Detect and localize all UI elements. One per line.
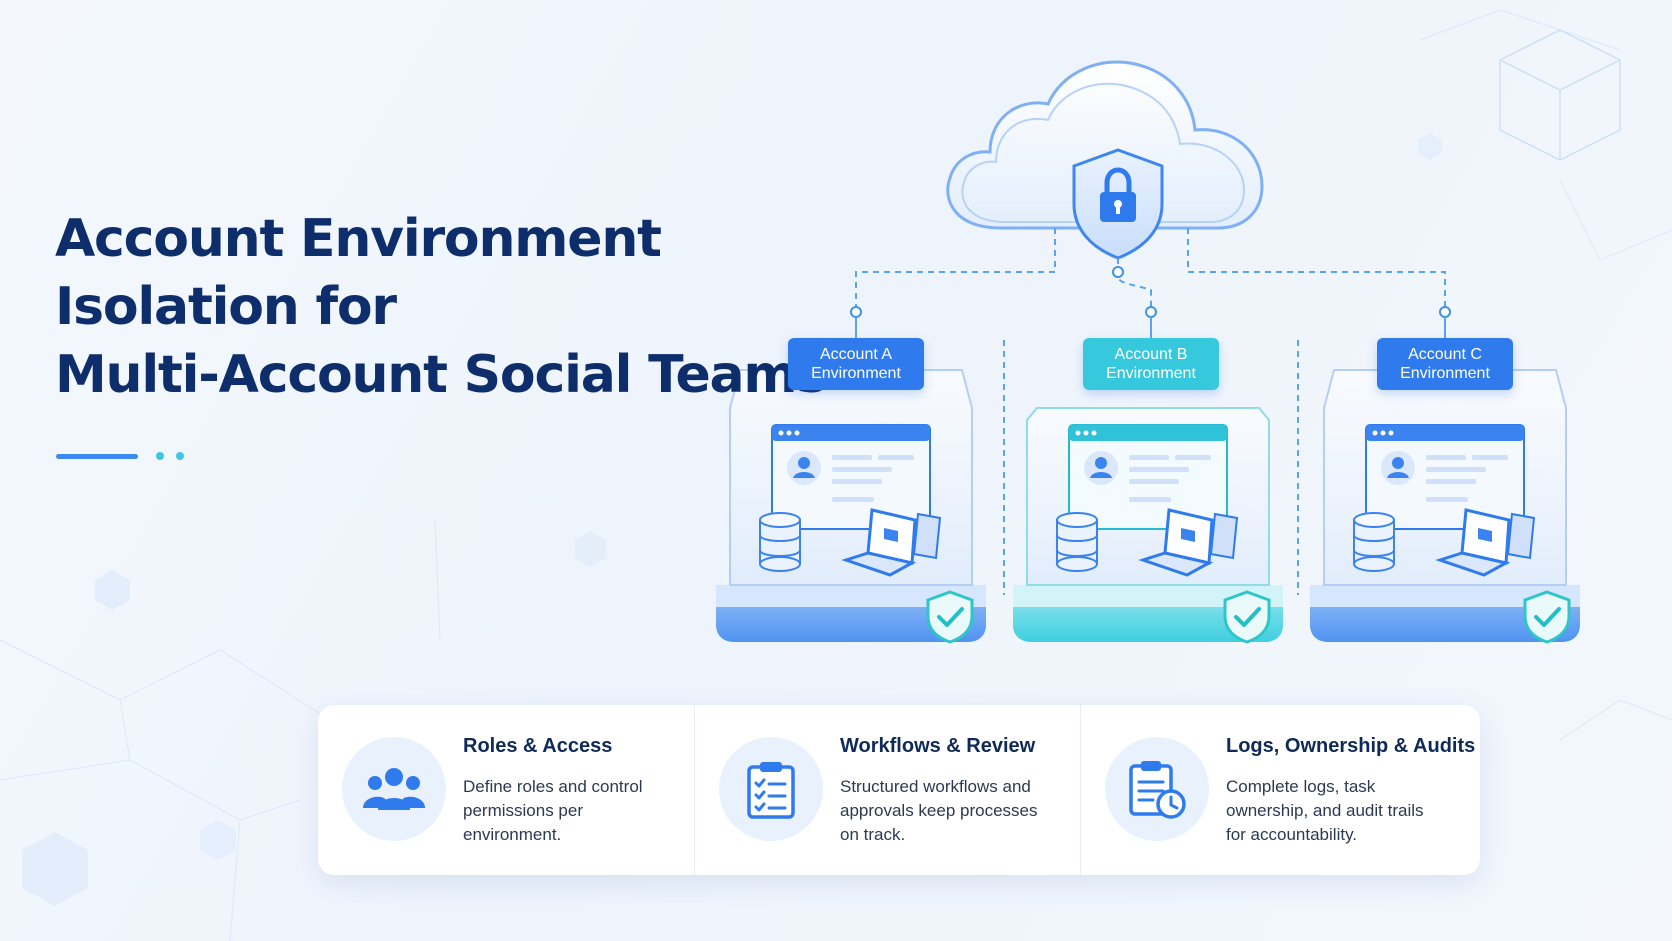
environment-a-label: Account A Environment: [788, 338, 924, 390]
title-underline: [56, 454, 138, 459]
laptop-icon: [1138, 508, 1239, 577]
database-icon: [1353, 512, 1395, 572]
title-line-3: Multi-Account Social Teams: [55, 345, 827, 405]
environment-a-name: Account A: [819, 346, 893, 363]
log-clock-icon: [1105, 737, 1209, 841]
database-icon: [759, 512, 801, 572]
feature-card-logs: Logs, Ownership & Audits Complete logs, …: [1081, 705, 1480, 875]
environment-a-platform: [716, 369, 986, 642]
browser-window: [1068, 424, 1228, 530]
browser-window: [771, 424, 931, 530]
environment-c-name: Account C: [1408, 346, 1482, 363]
environment-c-label: Account C Environment: [1377, 338, 1513, 390]
laptop-icon: [1435, 508, 1536, 577]
page-title: Account Environment Isolation for Multi-…: [55, 205, 827, 409]
title-dot: [156, 452, 164, 460]
title-line-1: Account Environment: [55, 209, 662, 269]
feature-description: Define roles and control permissions per…: [463, 777, 643, 844]
clipboard-checklist-icon: [719, 737, 823, 841]
browser-window: [1365, 424, 1525, 530]
feature-cards: Roles & Access Define roles and control …: [318, 705, 1480, 875]
environment-b-label: Account B Environment: [1083, 338, 1219, 390]
environment-a-suffix: Environment: [811, 365, 901, 382]
background-blocks: [22, 133, 1442, 906]
environment-c-suffix: Environment: [1400, 365, 1490, 382]
environment-b-name: Account B: [1114, 346, 1188, 363]
feature-title: Workflows & Review: [840, 735, 1036, 757]
title-dot: [176, 452, 184, 460]
card-divider: [1080, 705, 1081, 875]
check-shield-icon: [926, 590, 974, 644]
feature-description: Structured workflows and approvals keep …: [840, 777, 1038, 844]
environment-c-platform: [1310, 369, 1580, 642]
feature-card-roles: Roles & Access Define roles and control …: [318, 705, 694, 875]
cloud-icon: [946, 60, 1264, 230]
background-network: [0, 9, 1672, 941]
check-shield-icon: [1223, 590, 1271, 644]
feature-title: Roles & Access: [463, 735, 613, 757]
check-shield-icon: [1523, 590, 1571, 644]
users-icon: [342, 737, 446, 841]
card-divider: [694, 705, 695, 875]
database-icon: [1056, 512, 1098, 572]
environment-b-platform: [1013, 407, 1283, 642]
feature-description: Complete logs, task ownership, and audit…: [1226, 777, 1424, 844]
connector-lines: [855, 228, 1446, 595]
feature-card-workflows: Workflows & Review Structured workflows …: [695, 705, 1080, 875]
environment-b-suffix: Environment: [1106, 365, 1196, 382]
title-line-2: Isolation for: [55, 277, 397, 337]
lock-shield-icon: [1072, 148, 1164, 260]
laptop-icon: [841, 508, 942, 577]
background-cubes: [1499, 29, 1621, 161]
feature-title: Logs, Ownership & Audits: [1226, 735, 1476, 757]
